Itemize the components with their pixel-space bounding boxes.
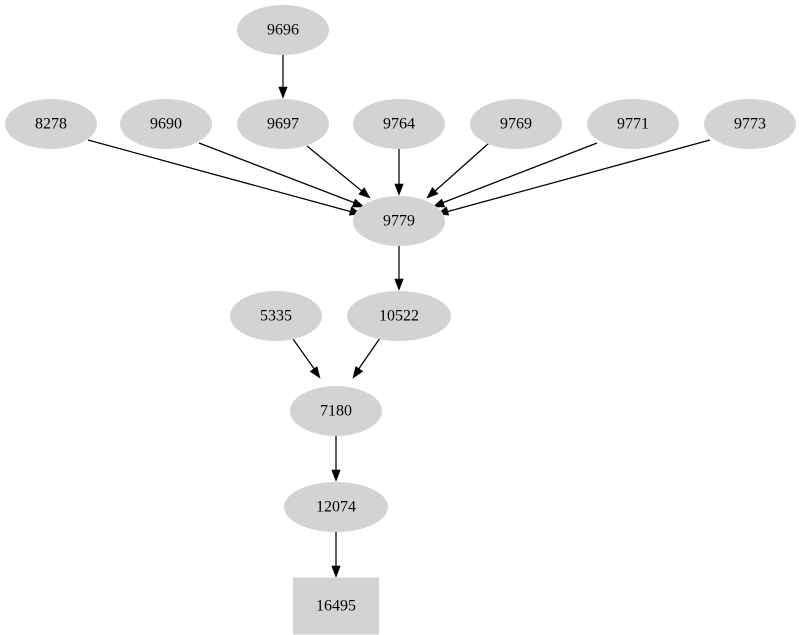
edge-line [292,338,316,371]
graph-node[interactable]: 9696 [237,5,329,55]
graph-edge [306,145,371,199]
graph-edge [394,149,404,196]
graph-node[interactable]: 12074 [284,482,388,532]
edge-arrowhead [394,183,404,196]
graph-node[interactable]: 5335 [230,291,322,341]
node-ellipse[interactable] [704,99,796,149]
edge-arrowhead [394,278,404,291]
graph-edge [331,436,341,482]
edge-arrowhead [278,86,288,99]
edge-line [433,142,490,193]
node-ellipse[interactable] [587,99,679,149]
graph-edge [352,337,381,379]
edge-line [306,145,364,193]
node-layer: 9696 8278 9690 9697 9764 9769 9771 9773 9779 5335… [5,5,796,635]
node-ellipse[interactable] [5,99,97,149]
node-ellipse[interactable] [230,291,322,341]
edge-line [445,139,711,213]
edge-arrowhead [351,198,365,208]
edge-line [441,142,598,204]
node-rectangle[interactable] [293,577,379,635]
graph-edge [87,139,362,216]
graph-node[interactable]: 10522 [347,291,451,341]
node-ellipse[interactable] [290,386,382,436]
node-ellipse[interactable] [284,482,388,532]
graph-node[interactable]: 8278 [5,99,97,149]
node-ellipse[interactable] [353,99,445,149]
edge-arrowhead [331,565,341,578]
graph-edge [278,55,288,99]
node-ellipse[interactable] [237,5,329,55]
edge-line [87,139,353,213]
node-ellipse[interactable] [353,196,445,246]
node-ellipse[interactable] [237,99,329,149]
graph-edge [432,142,598,208]
graph-edge [331,532,341,578]
edge-arrowhead [358,187,371,199]
edge-line [198,142,356,204]
graph-edge [198,142,365,208]
graph-node[interactable]: 9764 [353,99,445,149]
graph-node[interactable]: 9771 [587,99,679,149]
graph-edge [292,338,321,379]
edge-arrowhead [352,366,364,379]
graph-node[interactable]: 7180 [290,386,382,436]
graph-edge [394,246,404,291]
graph-edge [426,142,490,199]
graph-node[interactable]: 16495 [293,577,379,635]
graph-node[interactable]: 9773 [704,99,796,149]
edge-line [357,337,381,371]
edge-arrowhead [426,187,439,199]
node-ellipse[interactable] [120,99,212,149]
graph-node[interactable]: 9690 [120,99,212,149]
node-ellipse[interactable] [347,291,451,341]
edge-arrowhead [309,366,321,379]
graph-node[interactable]: 9779 [353,196,445,246]
node-ellipse[interactable] [470,99,562,149]
graph-node[interactable]: 9697 [237,99,329,149]
graph-node[interactable]: 9769 [470,99,562,149]
edge-arrowhead [331,469,341,482]
edge-arrowhead [432,198,446,208]
